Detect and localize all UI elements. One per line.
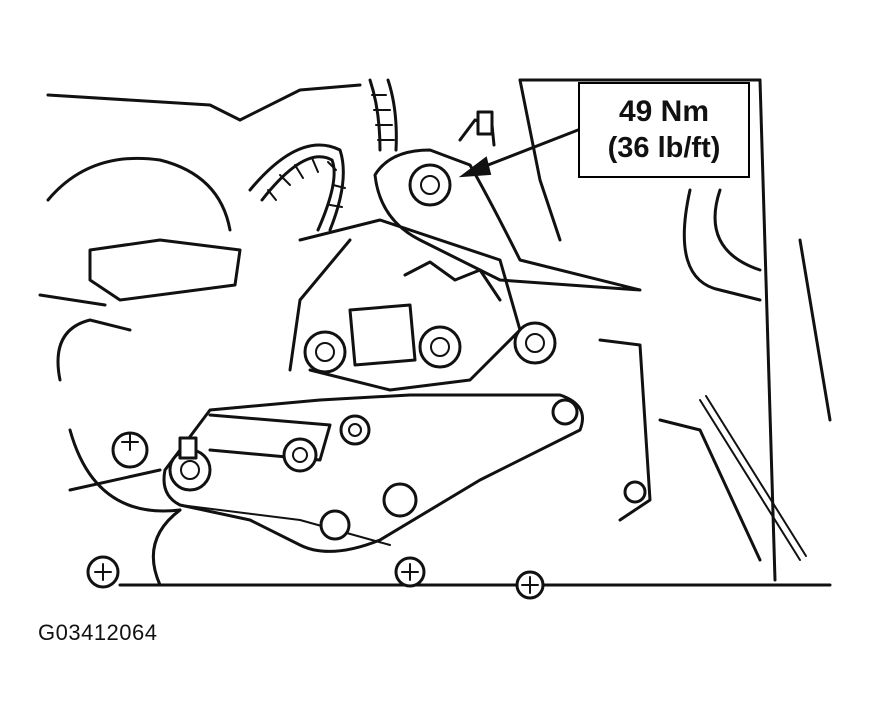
- wiring-harness: [248, 78, 398, 232]
- callout-leader-arrow: [458, 128, 580, 178]
- engine-mount-body: [288, 218, 557, 392]
- upper-mount-bracket: [373, 110, 642, 292]
- fasteners: [86, 431, 647, 600]
- vacuum-line: [699, 395, 807, 561]
- torque-lbft-label: (36 lb/ft): [607, 132, 721, 164]
- engine-body-outline: [38, 78, 832, 587]
- torque-nm-label: 49 Nm: [618, 95, 710, 128]
- figure-id: G03412064: [38, 620, 158, 645]
- lower-torque-bracket: [162, 393, 584, 553]
- torque-callout: 49 Nm (36 lb/ft): [578, 82, 750, 178]
